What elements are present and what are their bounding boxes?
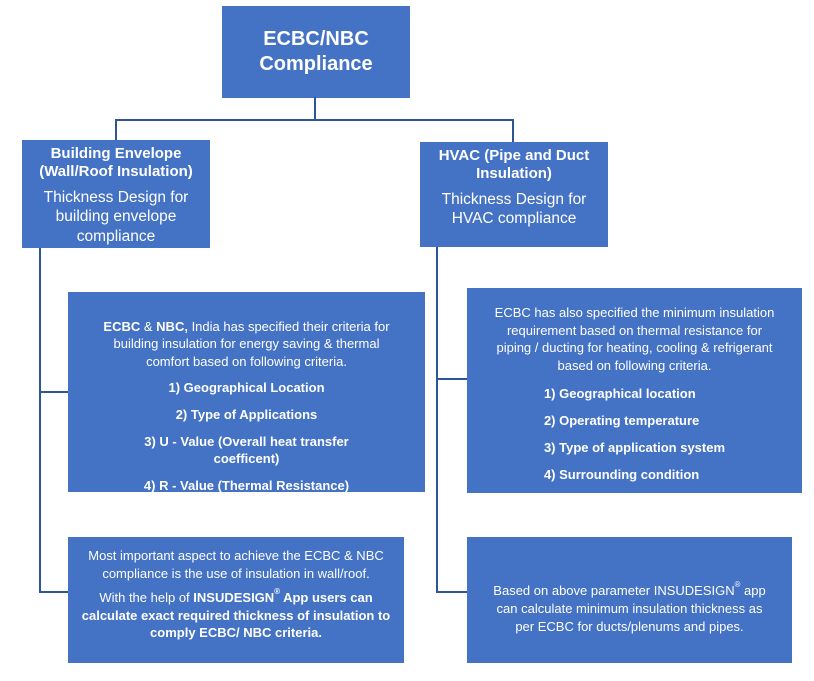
connector-right-spine [436, 247, 438, 593]
summary-text: Most important aspect to achieve the ECB… [88, 548, 384, 581]
summary-prefix: With the help of [99, 590, 194, 606]
summary-prefix: Based on above parameter INSUDESIGN [493, 583, 735, 599]
criteria-list: 1) Geographical location 2) Operating te… [544, 376, 725, 484]
node-hvac: HVAC (Pipe and Duct Insulation) Thicknes… [420, 142, 608, 247]
intro-part: ECBC [103, 318, 141, 334]
criteria-item: 1) Geographical Location [168, 380, 325, 396]
criteria-item: 4) Surrounding condition [543, 466, 700, 482]
criteria-item: 3) U - Value (Overall heat transfer coef… [144, 433, 349, 466]
node-hvac-summary: Based on above parameter INSUDESIGN® app… [467, 537, 792, 663]
summary-suffix: app can calculate minimum insulation thi… [496, 583, 766, 634]
criteria-list: 1) Geographical Location 2) Type of Appl… [74, 380, 419, 492]
criteria-item: 4) R - Value (Thermal Resistance) [143, 477, 350, 492]
node-title: HVAC (Pipe and Duct Insulation) [438, 147, 590, 182]
registered-mark: ® [734, 580, 741, 590]
node-subtitle: Thickness Design for HVAC compliance [441, 191, 587, 228]
connector-right-summary-stub [436, 591, 467, 593]
connector-branch-horizontal [115, 119, 514, 121]
brand-name: INSUDESIGN [193, 590, 275, 606]
node-subtitle: Thickness Design for building envelope c… [43, 189, 189, 245]
node-ecbc-nbc-compliance: ECBC/NBC Compliance [222, 6, 410, 98]
criteria-item: 2) Operating temperature [543, 413, 700, 429]
summary-suffix: App users can calculate exact required t… [81, 590, 391, 641]
connector-right-branch-drop [512, 119, 514, 142]
criteria-intro: ECBC has also specified the minimum insu… [494, 305, 775, 373]
connector-right-criteria-stub [436, 378, 467, 380]
registered-mark: ® [274, 587, 280, 597]
connector-root-vertical [314, 97, 316, 120]
connector-left-criteria-stub [39, 391, 68, 393]
criteria-item: 3) Type of application system [543, 439, 726, 455]
summary-text: With the help of INSUDESIGN® App users c… [73, 587, 399, 642]
node-building-criteria: ECBC & NBC, India has specified their cr… [68, 292, 425, 492]
intro-part: & [140, 318, 157, 334]
node-building-envelope: Building Envelope (Wall/Roof Insulation)… [22, 140, 210, 248]
intro-part: NBC, [156, 318, 188, 334]
node-title: Building Envelope (Wall/Roof Insulation) [39, 145, 193, 180]
criteria-item: 2) Type of Applications [175, 407, 318, 423]
connector-left-summary-stub [39, 591, 68, 593]
criteria-intro: ECBC & NBC, India has specified their cr… [74, 300, 419, 370]
summary-text: Based on above parameter INSUDESIGN® app… [493, 565, 765, 635]
connector-left-spine [39, 248, 41, 593]
node-title: ECBC/NBC Compliance [259, 28, 373, 75]
node-hvac-criteria: ECBC has also specified the minimum insu… [467, 288, 802, 493]
intro-part: India has specified their criteria for b… [113, 318, 390, 369]
node-envelope-summary: Most important aspect to achieve the ECB… [68, 537, 404, 663]
criteria-item: 1) Geographical location [543, 386, 696, 402]
connector-left-branch-drop [115, 119, 117, 140]
